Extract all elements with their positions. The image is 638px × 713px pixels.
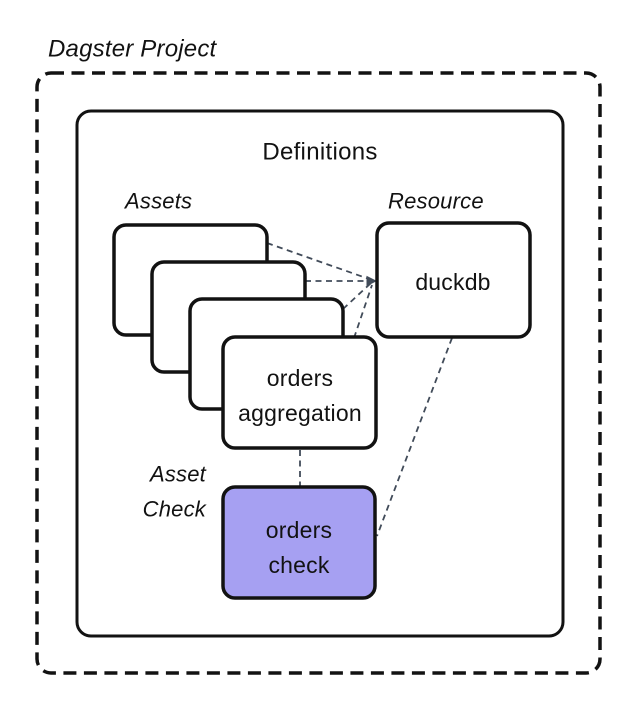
edge-asset1-duckdb <box>266 242 370 280</box>
boundary-group <box>35 71 602 675</box>
orders-check-box <box>221 485 377 600</box>
arrowhead-into-duckdb <box>366 275 377 287</box>
assets-group-label: Assets <box>123 189 192 214</box>
orders-aggregation-label-line2: aggregation <box>238 400 362 426</box>
duckdb-label: duckdb <box>415 269 490 295</box>
definitions-label: Definitions <box>262 139 377 166</box>
edge-asset3-duckdb <box>342 282 372 310</box>
orders-check-label-line1: orders <box>266 517 332 543</box>
project-boundary-box <box>35 71 602 675</box>
asset-card-orders-aggregation <box>221 335 378 450</box>
resource-group-label: Resource <box>388 189 484 214</box>
orders-aggregation-label-line1: orders <box>267 365 333 391</box>
asset-check-group-label-line1: Asset <box>148 462 207 487</box>
duckdb-resource-box <box>375 221 532 339</box>
assets-stack-group <box>112 221 532 450</box>
edges-group <box>266 242 453 537</box>
asset-check-group-label-line2: Check <box>143 497 207 522</box>
diagram-title: Dagster Project <box>48 36 218 63</box>
edge-duckdb-orders-check <box>376 337 453 537</box>
edge-orders-aggregation-duckdb <box>353 284 373 339</box>
definitions-box <box>75 109 565 638</box>
orders-check-label-line2: check <box>268 552 329 578</box>
